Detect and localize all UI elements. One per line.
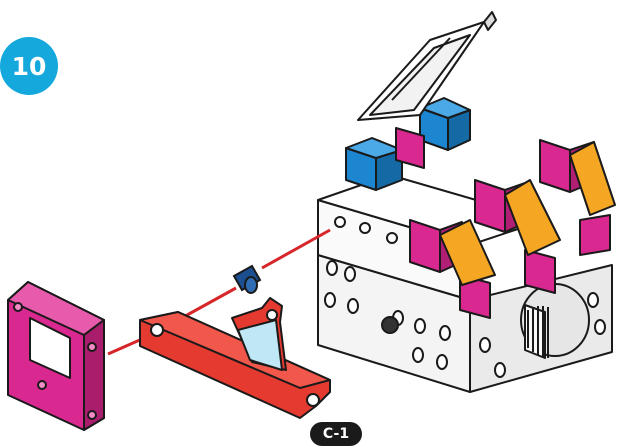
red-bracket: [140, 298, 330, 418]
hinged-lid: [358, 12, 496, 120]
connector-pin: [234, 266, 260, 293]
magenta-frame: [8, 282, 104, 430]
cube-assembly: [318, 12, 615, 392]
base-knob: [382, 317, 398, 333]
gear-wheel: [521, 284, 589, 358]
step-number-badge: 10: [0, 37, 58, 95]
part-label-badge: C-1: [310, 422, 362, 446]
